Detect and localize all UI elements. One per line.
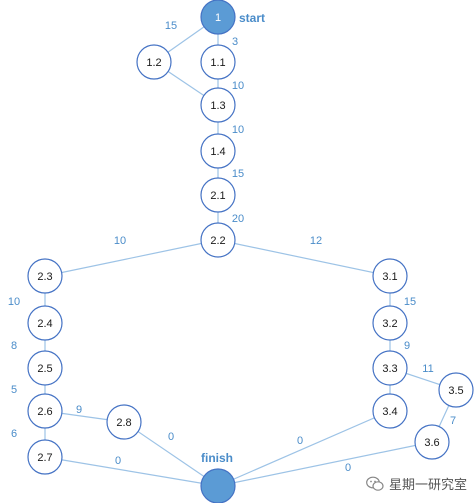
node-2-4: 2.4 [27,305,63,341]
edge-weight-3-4-to-f: 0 [297,435,303,447]
node-circle [27,305,63,341]
edge-weight-3-3-to-3-5: 11 [422,363,433,375]
node-2-1: 2.1 [200,177,236,213]
node-circle [200,87,236,123]
edge-3-6-to-f [217,441,433,487]
node-circle [414,424,450,460]
node-circle [200,133,236,169]
node-label: 2.8 [116,417,131,429]
node-circle [372,258,408,294]
node-2-5: 2.5 [27,350,63,386]
node-circle [200,0,236,35]
node-circle [372,393,408,429]
node-label: 2.5 [37,363,52,375]
edge-weight-2-1-to-2-2: 20 [232,213,244,225]
watermark: 星期一研究室 [366,474,467,493]
node-label: 2.3 [37,271,52,283]
node-label: 3.5 [448,385,463,397]
edge-weight-2-5-to-2-6: 5 [11,384,17,396]
edge-weight-1-1-to-1-3: 10 [232,80,244,92]
edge-weight-2-6-to-2-8: 9 [76,404,82,416]
node-label: 3.6 [424,437,439,449]
edge-3-4-to-f [217,410,391,487]
node-3-1: 3.1 [372,258,408,294]
node-2-6: 2.6 [27,393,63,429]
edge-weight-3-5-to-3-6: 7 [450,415,456,427]
node-3-6: 3.6 [414,424,450,460]
edge-weights-layer: 3 15 10 10 15 20 10 12 10 8 5 6 9 0 0 15 9 11 7 0 0 [8,20,456,474]
node-label: 1.2 [146,57,161,69]
node-circle [106,404,142,440]
node-label: 2.4 [37,318,52,330]
node-label: 1 [215,12,221,24]
node-circle [200,177,236,213]
node-3-5: 3.5 [438,372,474,408]
node-circle [27,439,63,475]
edge-weight-2-2-to-2-3: 10 [114,235,126,247]
node-circle [27,350,63,386]
edge-weight-2-4-to-2-5: 8 [11,340,17,352]
node-label: 2.7 [37,452,52,464]
node-circle [372,305,408,341]
start-label: start [239,11,265,25]
node-circle [200,44,236,80]
node-circle [27,393,63,429]
edge-weight-2-7-to-f: 0 [115,455,121,467]
edge-weight-1-to-1-1: 3 [232,36,238,48]
node-2-7: 2.7 [27,439,63,475]
node-3-2: 3.2 [372,305,408,341]
edge-2-2-to-3-1 [217,239,391,277]
node-circle [200,222,236,258]
nodes-layer: 1 1.1 1.2 1.3 1.4 2.1 2.2 2.3 2.4 2.5 2.6 2.7 2.8 3.1… [27,0,474,503]
node-label: 2.6 [37,406,52,418]
wechat-icon [366,476,384,491]
node-circle [27,258,63,294]
node-label: 3.2 [382,318,397,330]
watermark-text: 星期一研究室 [389,478,468,493]
node-label: 2.1 [210,190,225,202]
edge-weight-2-6-to-2-7: 6 [11,428,17,440]
node-label: 1.3 [210,100,225,112]
node-circle [372,350,408,386]
node-label: 3.1 [382,271,397,283]
node-2-8: 2.8 [106,404,142,440]
node-label: 2.2 [210,235,225,247]
edge-2-8-to-f [123,421,219,487]
edge-weight-3-1-to-3-2: 15 [404,296,416,308]
edge-2-2-to-2-3 [44,239,219,277]
node-3-4: 3.4 [372,393,408,429]
node-circle [200,468,236,503]
edge-2-7-to-f [44,456,219,487]
edge-weight-1-to-1-2: 15 [165,20,177,32]
node-circle [438,372,474,408]
finish-label: finish [201,451,233,465]
node-finish [200,468,236,503]
edge-weight-3-6-to-f: 0 [345,462,351,474]
edge-weight-3-2-to-3-3: 9 [404,340,410,352]
edge-weight-1-3-to-1-4: 10 [232,124,244,136]
node-2-2: 2.2 [200,222,236,258]
node-circle [136,44,172,80]
edge-weight-2-3-to-2-4: 10 [8,296,20,308]
node-3-3: 3.3 [372,350,408,386]
node-1-1: 1.1 [200,44,236,80]
node-label: 3.4 [382,406,397,418]
node-2-3: 2.3 [27,258,63,294]
node-label: 1.1 [210,57,225,69]
node-1: 1 [200,0,236,35]
edge-weight-2-2-to-3-1: 12 [310,235,322,247]
node-1-2: 1.2 [136,44,172,80]
node-1-4: 1.4 [200,133,236,169]
edge-weight-2-8-to-f: 0 [168,431,174,443]
node-1-3: 1.3 [200,87,236,123]
edge-weight-1-4-to-2-1: 15 [232,168,244,180]
node-label: 3.3 [382,363,397,375]
node-label: 1.4 [210,146,225,158]
